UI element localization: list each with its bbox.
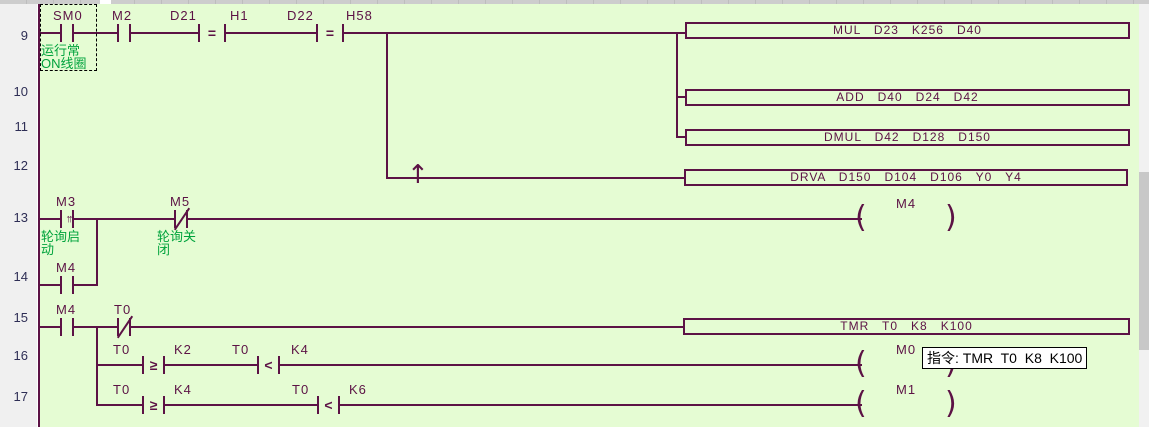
contact-m5-normally-closed[interactable] [173, 207, 191, 231]
compare-contact-d22-h58[interactable]: = [316, 24, 344, 42]
wire-rung17 [97, 404, 862, 406]
instruction-add[interactable]: ADD D40 D24 D42 [685, 89, 1130, 106]
compare-operator: < [264, 357, 273, 373]
branch-vertical-outputs [676, 32, 678, 138]
step-number-gutter [0, 4, 38, 427]
operand-label: K6 [349, 382, 367, 397]
device-comment: 轮询启 动 [41, 229, 81, 257]
step-number: 14 [13, 269, 28, 284]
left-power-rail [38, 4, 40, 427]
operand-label: H1 [230, 8, 249, 23]
step-number: 15 [13, 310, 28, 325]
instruction-dmul[interactable]: DMUL D42 D128 D150 [685, 129, 1130, 146]
contact-label: M4 [56, 302, 77, 317]
instruction-drva[interactable]: DRVA D150 D104 D106 Y0 Y4 [684, 169, 1128, 186]
branch-vertical-rung12 [386, 32, 388, 179]
compare-contact-t0-ge-k4[interactable]: ≥ [142, 396, 165, 414]
coil-open-paren[interactable]: ( [855, 386, 867, 421]
instruction-mul[interactable]: MUL D23 K256 D40 [685, 22, 1130, 39]
contact-t0-normally-closed[interactable] [116, 315, 134, 339]
operand-label: T0 [292, 382, 310, 397]
contact-label: M5 [170, 194, 191, 209]
contact-label: M3 [56, 194, 77, 209]
operand-label: T0 [113, 342, 131, 357]
instruction-tmr[interactable]: TMR T0 K8 K100 [683, 318, 1130, 335]
rising-edge-icon: ↑↑ [65, 213, 74, 225]
wire-rung16 [97, 364, 862, 366]
contact-m2[interactable] [117, 24, 131, 42]
nc-slash [173, 207, 191, 231]
contact-label: M2 [112, 8, 133, 23]
step-number: 17 [13, 389, 28, 404]
step-number: 16 [13, 348, 28, 363]
operand-label: T0 [232, 342, 250, 357]
step-number: 13 [13, 210, 28, 225]
coil-label: M0 [896, 342, 917, 357]
instruction-tooltip: 指令: TMR T0 K8 K100 [922, 347, 1088, 369]
device-comment: 轮询关 闭 [157, 229, 197, 257]
branch-vertical-rung13-14 [96, 218, 98, 286]
operand-label: D21 [170, 8, 197, 23]
scrollbar-thumb[interactable] [1139, 172, 1149, 350]
wire-rung9 [39, 32, 685, 34]
step-number: 11 [14, 119, 29, 134]
compare-operator: ≥ [149, 397, 158, 413]
device-comment: 运行常 ON线圈 [41, 43, 87, 71]
step-number: 12 [13, 158, 28, 173]
wire-rung13 [39, 218, 862, 220]
branch-vertical-rung15-17 [96, 326, 98, 406]
compare-operator: < [324, 397, 333, 413]
coil-open-paren[interactable]: ( [855, 200, 867, 235]
branch-arrow-icon: ↑ [407, 160, 429, 190]
compare-contact-t0-lt-k6[interactable]: < [317, 396, 340, 414]
wire-rung15 [39, 326, 683, 328]
operand-label: K4 [291, 342, 309, 357]
step-number: 9 [20, 28, 28, 43]
operand-label: D22 [287, 8, 314, 23]
operand-label: K4 [174, 382, 192, 397]
coil-close-paren[interactable]: ) [945, 200, 957, 235]
compare-operator: = [207, 25, 217, 41]
contact-label: M4 [56, 260, 77, 275]
compare-contact-d21-h1[interactable]: = [198, 24, 226, 42]
top-grid-strip [0, 0, 1149, 4]
step-number: 10 [13, 84, 28, 99]
nc-slash [116, 315, 134, 339]
wire-rung12 [387, 177, 684, 179]
selection-cursor-box[interactable] [40, 4, 97, 71]
operand-label: T0 [113, 382, 131, 397]
compare-contact-t0-lt-k4[interactable]: < [257, 356, 280, 374]
wire-add-stub [677, 96, 685, 98]
contact-m4[interactable] [60, 276, 74, 294]
operand-label: H58 [346, 8, 373, 23]
contact-sm0[interactable] [60, 24, 74, 42]
operand-label: K2 [174, 342, 192, 357]
contact-label: SM0 [53, 8, 83, 23]
contact-m4[interactable] [60, 318, 74, 336]
vertical-scrollbar[interactable] [1139, 4, 1149, 427]
coil-open-paren[interactable]: ( [855, 346, 867, 381]
contact-m3-rising-pulse[interactable]: ↑↑ [60, 210, 74, 228]
compare-contact-t0-ge-k2[interactable]: ≥ [142, 356, 165, 374]
contact-label: T0 [114, 302, 132, 317]
coil-label: M4 [896, 196, 917, 211]
coil-close-paren[interactable]: ) [945, 386, 957, 421]
wire-dmul-stub [677, 136, 685, 138]
top-grid-notch [100, 0, 111, 4]
compare-operator: ≥ [149, 357, 158, 373]
coil-label: M1 [896, 382, 917, 397]
compare-operator: = [325, 25, 335, 41]
